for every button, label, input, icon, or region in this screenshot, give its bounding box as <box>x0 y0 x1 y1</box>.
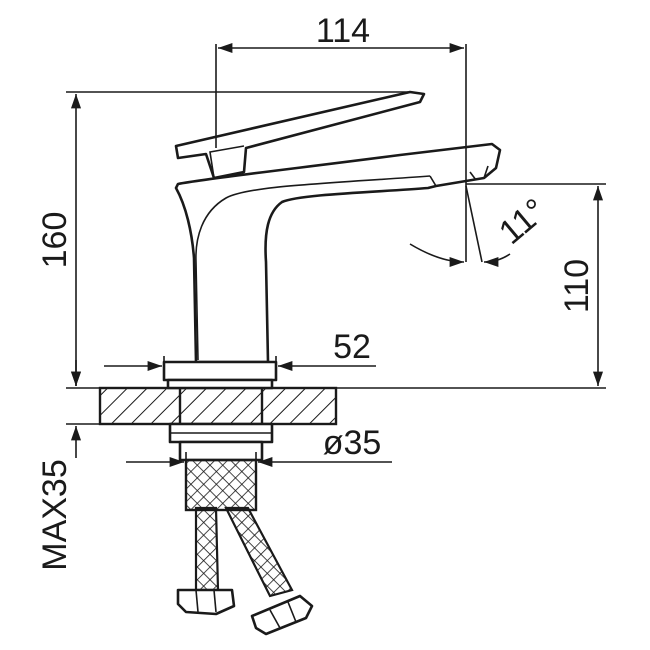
handle-joint <box>209 145 245 179</box>
dim-label-d35: ø35 <box>323 424 382 462</box>
mounting-shank <box>168 422 274 512</box>
dim-base-width: 52 <box>104 328 376 372</box>
shank-body <box>184 458 258 512</box>
body-inner-line <box>195 175 431 361</box>
dim-spout-height: 110 <box>336 183 606 389</box>
dim-label-110: 110 <box>558 259 596 313</box>
supply-hoses <box>176 506 314 636</box>
dim-shank-diameter: ø35 <box>126 424 392 470</box>
hose-left-nut <box>176 588 236 616</box>
base-flange <box>162 360 278 382</box>
dim-total-height: 160 <box>36 91 408 389</box>
spout-outline <box>174 142 502 364</box>
dim-label-52: 52 <box>333 328 371 366</box>
dim-label-max35: MAX35 <box>36 459 74 571</box>
base-ring <box>166 378 274 390</box>
lever-handle <box>174 90 426 180</box>
dim-max-counter: MAX35 <box>36 360 100 571</box>
hose-right-nut <box>250 594 314 636</box>
dim-label-114: 114 <box>316 12 370 50</box>
dim-label-160: 160 <box>36 212 74 269</box>
mounting-washer <box>178 440 264 462</box>
hose-left <box>194 506 220 592</box>
dim-spout-angle: 11° <box>409 185 554 268</box>
dim-spout-reach: 114 <box>215 12 467 262</box>
aerator-tip <box>429 165 489 187</box>
faucet-body <box>162 90 502 390</box>
dim-label-11deg: 11° <box>492 191 554 252</box>
hose-right <box>224 506 294 598</box>
counter-section <box>98 386 338 426</box>
